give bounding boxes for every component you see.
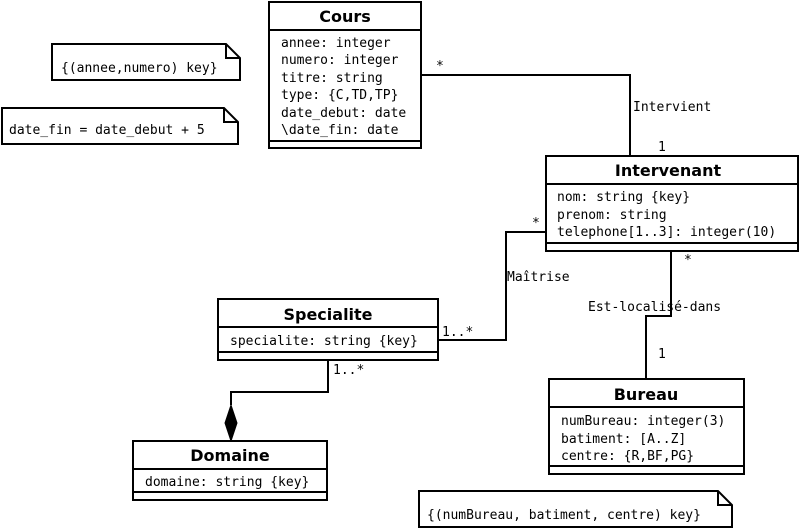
class-cours-attr: numero: integer	[281, 53, 399, 68]
association-localise-line	[645, 252, 672, 379]
class-cours-attr: \date_fin: date	[281, 123, 399, 138]
class-bureau-attr: centre: {R,BF,PG}	[561, 449, 694, 464]
note-cours-key: {(annee,numero) key}	[51, 43, 241, 81]
class-intervenant-attr: telephone[1..3]: integer(10)	[557, 225, 776, 240]
label-maitrise: Maîtrise	[507, 270, 570, 285]
composition-line	[230, 361, 329, 405]
class-specialite-title: Specialite	[283, 305, 372, 324]
class-domaine: Domaine domaine: string {key}	[132, 440, 328, 501]
class-bureau-title: Bureau	[614, 385, 679, 404]
mult-localise-bureau: 1	[658, 347, 666, 362]
note-bureau-key-text: {(numBureau, batiment, centre) key}	[427, 508, 701, 523]
note-cours-key-text: {(annee,numero) key}	[61, 61, 218, 76]
class-cours-attr: annee: integer	[281, 36, 391, 51]
class-cours: Cours annee: integer numero: integer tit…	[268, 1, 422, 149]
label-intervient: Intervient	[633, 100, 711, 115]
class-domaine-title: Domaine	[190, 446, 270, 465]
note-bureau-key: {(numBureau, batiment, centre) key}	[418, 490, 733, 528]
class-cours-attr: titre: string	[281, 71, 383, 86]
class-bureau-attr: numBureau: integer(3)	[561, 414, 725, 429]
class-cours-title: Cours	[319, 7, 371, 26]
class-intervenant: Intervenant nom: string {key} prenom: st…	[545, 155, 799, 252]
class-intervenant-title: Intervenant	[615, 161, 722, 180]
note-date-fin-text: date_fin = date_debut + 5	[9, 123, 205, 138]
mult-localise-intervenant: *	[684, 253, 692, 268]
mult-maitrise-specialite: 1..*	[442, 325, 473, 340]
mult-intervient-intervenant: 1	[658, 140, 666, 155]
label-localise: Est-localisé-dans	[588, 300, 721, 315]
class-bureau-attr: batiment: [A..Z]	[561, 432, 686, 447]
class-cours-attr: date_debut: date	[281, 106, 406, 121]
class-intervenant-attr: prenom: string	[557, 208, 667, 223]
class-cours-attr: type: {C,TD,TP}	[281, 88, 398, 103]
class-intervenant-attr: nom: string {key}	[557, 190, 690, 205]
note-date-fin: date_fin = date_debut + 5	[1, 107, 239, 145]
class-specialite-attr: specialite: string {key}	[230, 334, 418, 349]
class-domaine-attr: domaine: string {key}	[145, 475, 309, 490]
class-bureau: Bureau numBureau: integer(3) batiment: […	[548, 378, 745, 475]
composition-diamond-icon	[224, 403, 238, 443]
mult-composition-specialite: 1..*	[333, 363, 364, 378]
association-intervient-line	[422, 74, 631, 156]
mult-intervient-cours: *	[436, 59, 444, 74]
class-specialite: Specialite specialite: string {key}	[217, 298, 439, 361]
association-maitrise-line	[438, 231, 546, 341]
mult-maitrise-intervenant: *	[532, 216, 540, 231]
